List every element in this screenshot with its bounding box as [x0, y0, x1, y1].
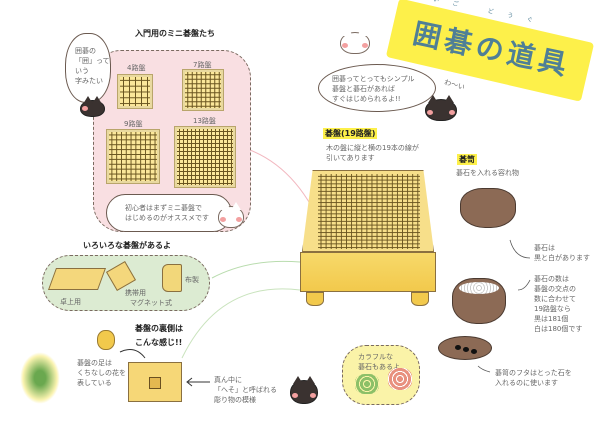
goban-leg	[306, 292, 324, 306]
underside-heading: 碁盤の裏側は こんな感じ!!	[135, 324, 183, 347]
goban-desc: 木の盤に縦と横の19本の線が 引いてあります	[326, 144, 419, 162]
goban-label: 碁盤(19路盤)	[323, 128, 378, 139]
variety-label-cloth: 布製	[185, 276, 199, 284]
white-cat	[218, 202, 244, 228]
black-cat	[425, 95, 457, 121]
goke-open	[452, 278, 506, 324]
arrow-stones	[509, 239, 531, 259]
green-connector	[181, 288, 301, 359]
black-cat	[290, 376, 318, 404]
variety-label-portable: 携帯用	[125, 289, 146, 297]
mini-board-4	[118, 75, 152, 108]
mini-boards-heading: 入門用のミニ碁盤たち	[135, 29, 215, 38]
variety-label-magnetic: マグネット式	[130, 299, 172, 307]
tabletop-board	[47, 268, 107, 290]
board-label-9: 9路盤	[124, 120, 143, 128]
pink-stones	[388, 368, 412, 390]
arrow-center	[186, 377, 210, 387]
arrow-foot	[119, 349, 146, 359]
arrow-lid	[477, 365, 491, 373]
mini-board-9	[107, 130, 159, 183]
lid-note: 碁笥のフタはとった石を 入れるのに使います	[495, 369, 572, 387]
green-stones	[355, 374, 379, 394]
board-foot-icon	[97, 330, 115, 350]
mini-board-13	[175, 127, 235, 187]
kanji-bubble-text: 囲碁の 「囲」って いう 字みたい	[75, 47, 110, 85]
board-label-7: 7路盤	[193, 61, 212, 69]
tip-text: 初心者はまずミニ碁盤で はじめるのがオススメです	[125, 204, 209, 222]
black-cat	[80, 96, 105, 117]
foot-note: 碁盤の足は くちなしの花を 表している	[77, 359, 126, 387]
goke-closed	[460, 188, 516, 228]
board-label-13: 13路盤	[193, 117, 216, 125]
center-note: 真ん中に 「へそ」と呼ばれる 彫り物の模様	[214, 376, 277, 404]
goke-label: 碁笥	[457, 154, 477, 165]
gardenia-flower-icon	[20, 352, 60, 404]
mini-board-7	[183, 70, 223, 110]
goke-desc: 碁石を入れる容れ物	[456, 169, 519, 177]
goke-lid	[438, 336, 492, 360]
variety-heading: いろいろな碁盤があるよ	[83, 241, 171, 250]
green-connector	[211, 260, 301, 279]
count-note: 碁石の数は 碁盤の交点の 数に合わせて 19路盤なら 黒は181個 白は180個…	[534, 275, 583, 333]
tip-bubble	[106, 194, 232, 232]
colorful-text: カラフルな 碁石もあるよ	[358, 353, 400, 371]
goban-leg	[411, 292, 429, 306]
arrow-count	[517, 279, 531, 291]
cloth-board	[162, 264, 182, 292]
intro-bubble	[318, 64, 436, 112]
board-underside	[128, 362, 182, 402]
board-label-4: 4路盤	[127, 64, 146, 72]
intro-text: 囲碁ってとってもシンプル 碁盤と碁石があれば すぐはじめられるよ!!	[332, 75, 415, 103]
stones-note: 碁石は 黒と白があります	[534, 244, 590, 262]
white-cat	[340, 28, 370, 54]
variety-label-tabletop: 卓上用	[60, 298, 81, 306]
goban-grid	[318, 174, 420, 249]
goban-body	[300, 252, 436, 292]
